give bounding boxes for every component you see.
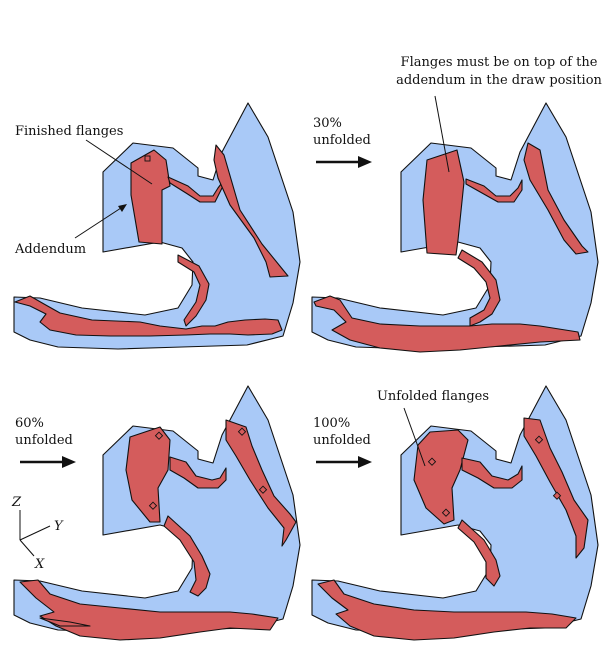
leader-addendum (74, 205, 125, 239)
z-axis-label: Z (11, 495, 22, 510)
x-axis-line (19, 539, 35, 557)
stage-100-percent: 100% (313, 416, 350, 431)
y-axis-line (19, 525, 51, 541)
addendum-blank (311, 385, 599, 633)
stage-60-label: unfolded (15, 433, 73, 448)
x-axis-label: X (34, 557, 45, 572)
stage-60-arrowhead (62, 456, 76, 468)
label-flanges-note-line1: Flanges must be on top of the (401, 55, 598, 70)
stage-30: 30% unfolded (313, 116, 372, 168)
stage-100: 100% unfolded (313, 416, 372, 468)
label-finished-flanges: Finished flanges (15, 124, 123, 139)
panel-100-unfolded (311, 385, 599, 633)
coordinate-axes: Z Y X (11, 495, 64, 572)
leader-flanges-note (434, 95, 450, 173)
stage-60-percent: 60% (15, 416, 44, 431)
stage-30-label: unfolded (313, 133, 371, 148)
stage-100-arrowhead (358, 456, 372, 468)
y-axis-label: Y (54, 519, 64, 534)
panel-finished (13, 102, 301, 350)
leader-addendum-arrowhead (118, 204, 127, 212)
label-addendum: Addendum (14, 242, 86, 257)
label-flanges-note-line2: addendum in the draw position (396, 73, 602, 88)
leader-finished-flanges (85, 139, 153, 185)
label-unfolded-flanges: Unfolded flanges (377, 389, 489, 404)
stage-30-arrowhead (358, 156, 372, 168)
stage-60: 60% unfolded (15, 416, 76, 468)
stage-30-percent: 30% (313, 116, 342, 131)
leader-unfolded-flanges (403, 407, 426, 467)
stage-100-label: unfolded (313, 433, 371, 448)
